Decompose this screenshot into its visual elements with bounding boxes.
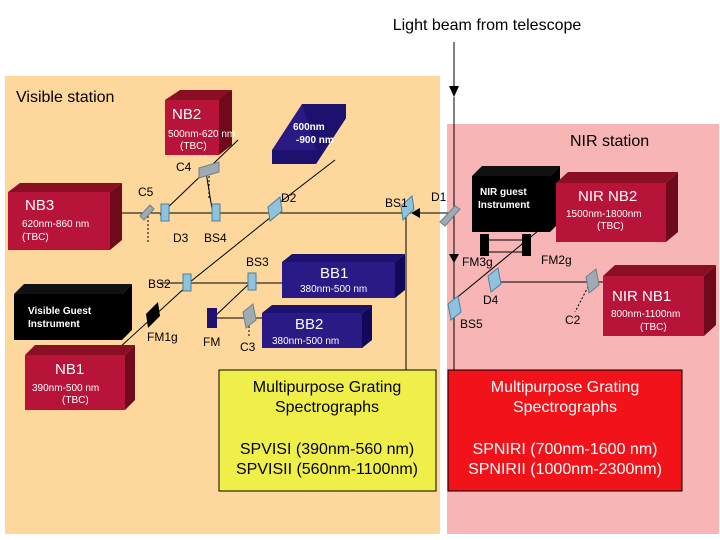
nir-spec-line2: Spectrographs (513, 399, 617, 416)
bs2-label: BS2 (148, 277, 171, 291)
bs4-element (211, 203, 221, 222)
incoming-beam-arrow (449, 86, 459, 97)
d4-element (487, 267, 502, 293)
nir-spec-line1: Multipurpose Grating (491, 379, 640, 396)
visible-guest-instrument-box: Visible Guest Instrument (14, 284, 132, 340)
c4-element (198, 161, 220, 179)
bb3-line2: -900 nm (296, 135, 334, 146)
bb2-box: BB2 380nm-500 nm (262, 305, 372, 348)
fm2g-label: FM2g (541, 253, 572, 267)
bb3-line1: 600nm (293, 122, 325, 133)
nb2-range: 500nm-620 nm (168, 129, 235, 140)
nir-nb2-box: NIR NB2 1500nm-1800nm (TBC) (556, 172, 678, 242)
bb1-title: BB1 (320, 265, 348, 282)
bb2-range: 380nm-500 nm (272, 336, 339, 347)
nir-nb2-title: NIR NB2 (578, 188, 637, 205)
optical-elements (139, 161, 600, 329)
nir-nb1-tbc: (TBC) (640, 322, 667, 333)
nb1-box: NB1 390nm-500 nm (TBC) (25, 345, 135, 410)
nir-nb2-tbc: (TBC) (597, 221, 624, 232)
bs5-label: BS5 (460, 317, 483, 331)
component-labels: C4 C5 D3 BS4 D2 BS1 D1 BS2 BS3 FM1g FM C… (138, 160, 581, 354)
visible-guest-line1: Visible Guest (28, 306, 92, 317)
fm1g-label: FM1g (147, 330, 178, 344)
visible-spectrograph-box: Multipurpose Grating Spectrographs SPVIS… (218, 369, 437, 492)
nir-nb1-range: 800nm-1100nm (611, 309, 680, 320)
nir-spec-line3: SPNIRI (700nm-1600 nm) (473, 441, 658, 458)
nb1-tbc: (TBC) (62, 395, 89, 406)
beam-left-arrow (411, 208, 420, 218)
bb2-title: BB2 (295, 316, 323, 333)
d2-element (267, 196, 283, 222)
fm-element (207, 308, 217, 328)
nir-station-label: NIR station (570, 133, 649, 150)
bs1-element (400, 195, 415, 222)
c5-label: C5 (138, 185, 154, 199)
bs3-element (247, 272, 257, 291)
nir-guest-line1: NIR guest (480, 187, 527, 198)
c5-element (139, 204, 155, 221)
bs3-label: BS3 (246, 255, 269, 269)
c2-element (585, 268, 600, 294)
nir-nb1-box: NIR NB1 800nm-1100nm (TBC) (603, 265, 716, 336)
fm3g-element (480, 234, 489, 256)
d3-element (160, 203, 170, 222)
nir-nb1-title: NIR NB1 (612, 288, 671, 305)
fm-label: FM (203, 335, 220, 349)
bs4-label: BS4 (204, 231, 227, 245)
nb1-range: 390nm-500 nm (32, 383, 99, 394)
nb2-tbc: (TBC) (180, 141, 207, 152)
bs2-element (182, 273, 192, 292)
bs5-element (447, 295, 462, 321)
nir-guest-instrument-box: NIR guest Instrument (472, 166, 560, 232)
bs1-label: BS1 (385, 196, 408, 210)
visible-spec-line3: SPVISI (390nm-560 nm) (240, 441, 414, 458)
visible-spec-line2: Spectrographs (275, 399, 379, 416)
d3-label: D3 (173, 231, 189, 245)
visible-guest-line2: Instrument (28, 319, 80, 330)
nb3-box: NB3 620nm-860 nm (TBC) (8, 183, 122, 250)
c4-label: C4 (176, 160, 192, 174)
nb2-title: NB2 (172, 106, 201, 123)
visible-spec-line4: SPVISII (560nm-1100nm) (236, 461, 418, 478)
bb1-range: 380nm-500 nm (300, 284, 367, 295)
beam-down-arrow (449, 254, 459, 263)
d1-label: D1 (431, 190, 447, 204)
visible-station-label: Visible station (16, 89, 114, 106)
nir-guest-line2: Instrument (478, 200, 530, 211)
c2-label: C2 (565, 313, 581, 327)
nb3-tbc: (TBC) (22, 232, 49, 243)
nir-spectrograph-box: Multipurpose Grating Spectrographs SPNIR… (447, 369, 683, 492)
nb2-box: NB2 500nm-620 nm (TBC) (165, 90, 235, 155)
fm3g-label: FM3g (462, 255, 493, 269)
d4-label: D4 (483, 293, 499, 307)
fm2g-element (522, 234, 531, 256)
d1-element (439, 205, 461, 227)
nb3-title: NB3 (25, 197, 54, 214)
beam-title: Light beam from telescope (393, 17, 582, 34)
fm1g-element (146, 302, 160, 328)
c3-element (242, 303, 257, 329)
nir-nb2-range: 1500nm-1800nm (566, 209, 642, 220)
c2-dashed-line (574, 282, 591, 313)
nir-spec-line4: SPNIRII (1000nm-2300nm) (468, 461, 662, 478)
visible-spec-line1: Multipurpose Grating (253, 379, 402, 396)
nb1-title: NB1 (55, 361, 84, 378)
nb3-range: 620nm-860 nm (22, 219, 89, 230)
bs3-to-fm-line (212, 282, 251, 319)
bb1-box: BB1 380nm-500 nm (282, 254, 405, 298)
c3-label: C3 (240, 340, 256, 354)
bb3-box: 600nm -900 nm (272, 104, 346, 164)
d2-to-bs2-line (189, 212, 277, 283)
d2-label: D2 (281, 191, 297, 205)
